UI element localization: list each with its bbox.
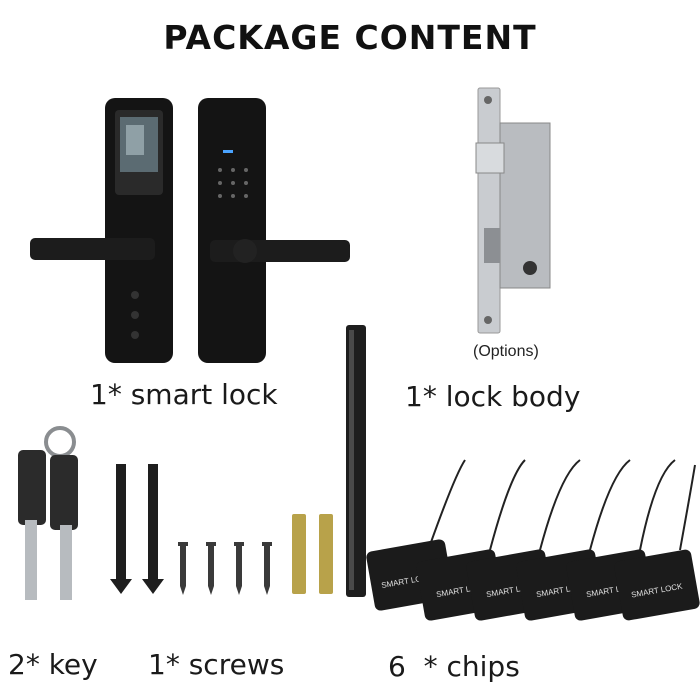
smart-lock-back-image	[198, 98, 350, 363]
brass-sleeves-image	[292, 514, 333, 594]
lock-body-label: 1* lock body	[405, 380, 581, 413]
page-title: PACKAGE CONTENT	[163, 18, 537, 57]
chips-image: SMART LOCK SMART LOCK SMART LOCK SMART L…	[366, 459, 700, 621]
key-label: 2* key	[8, 648, 98, 681]
spindle-rod-image	[346, 325, 366, 597]
screws-label: 1* screws	[148, 648, 285, 681]
long-bolts-image	[110, 464, 164, 594]
lock-body-image	[475, 87, 551, 334]
keys-image	[18, 426, 78, 600]
smart-lock-front-image	[30, 98, 173, 363]
small-screws-image	[178, 542, 272, 595]
smart-lock-label: 1* smart lock	[90, 378, 278, 411]
options-note: (Options)	[473, 343, 539, 360]
chips-label: 6 * chips	[388, 650, 520, 683]
